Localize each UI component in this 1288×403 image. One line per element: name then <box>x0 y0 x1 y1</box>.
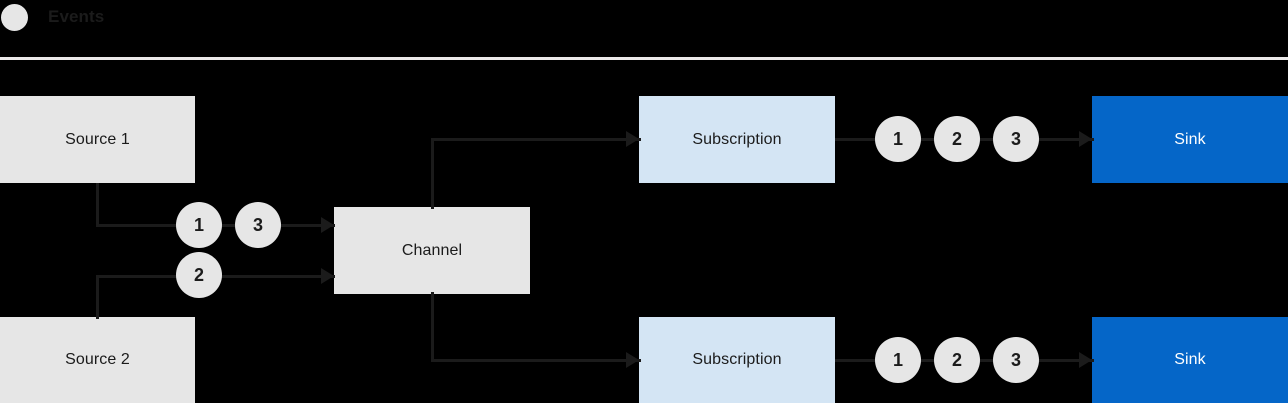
event-dot-sub2-2: 2 <box>934 337 980 383</box>
event-dot-label: 3 <box>1010 349 1021 370</box>
event-dot-sub2-1: 1 <box>875 337 921 383</box>
node-sink-1-label: Sink <box>1174 130 1206 148</box>
event-dot-label: 1 <box>892 128 903 149</box>
connector-channel-to-sub1-vertical <box>431 138 434 209</box>
node-subscription-2-label: Subscription <box>692 351 782 368</box>
node-source-2-label: Source 2 <box>65 351 130 368</box>
event-dot-label: 1 <box>193 214 204 235</box>
event-dot-label: 3 <box>1010 128 1021 149</box>
connector-source2-vertical <box>96 275 99 319</box>
node-channel[interactable]: Channel <box>334 207 530 294</box>
node-sink-1[interactable]: Sink <box>1092 96 1288 183</box>
event-dot-source1-1: 1 <box>176 202 222 248</box>
event-dot-source2-2: 2 <box>176 252 222 298</box>
node-sink-2[interactable]: Sink <box>1092 317 1288 403</box>
node-channel-label: Channel <box>401 241 463 259</box>
arrowhead-sub1-to-sink1 <box>1079 131 1092 147</box>
node-sink-2-label: Sink <box>1174 351 1206 368</box>
arrowhead-channel-to-sub1 <box>626 131 639 147</box>
legend: Events <box>0 0 300 34</box>
event-dot-sub1-3: 3 <box>993 116 1039 162</box>
legend-label: Events <box>48 7 105 26</box>
node-source-1[interactable]: Source 1 <box>0 96 195 183</box>
event-dot-source1-3: 3 <box>235 202 281 248</box>
event-dot-label: 3 <box>252 214 263 235</box>
connector-channel-to-sub2-horizontal <box>431 359 641 362</box>
node-subscription-2[interactable]: Subscription <box>639 317 835 403</box>
arrowhead-sub2-to-sink2 <box>1079 352 1092 368</box>
event-dot-sub1-2: 2 <box>934 116 980 162</box>
node-subscription-1-label: Subscription <box>692 130 782 148</box>
event-dot-label: 2 <box>951 128 962 149</box>
arrowhead-channel-to-sub2 <box>626 352 639 368</box>
node-source-1-label: Source 1 <box>65 130 130 148</box>
event-dot-label: 1 <box>892 349 903 370</box>
arrowhead-source1-to-channel <box>321 217 334 233</box>
connector-channel-to-sub2-vertical <box>431 292 434 362</box>
connector-source1-vertical <box>96 183 99 227</box>
header-divider <box>0 57 1288 60</box>
arrowhead-source2-to-channel <box>321 268 334 284</box>
node-subscription-1[interactable]: Subscription <box>639 96 835 183</box>
connector-channel-to-sub1-horizontal <box>431 138 641 141</box>
event-dot-sub1-1: 1 <box>875 116 921 162</box>
event-dot-label: 2 <box>951 349 962 370</box>
node-source-2[interactable]: Source 2 <box>0 317 195 403</box>
event-circle-icon <box>1 3 28 31</box>
event-dot-sub2-3: 3 <box>993 337 1039 383</box>
event-dot-label: 2 <box>193 264 204 285</box>
